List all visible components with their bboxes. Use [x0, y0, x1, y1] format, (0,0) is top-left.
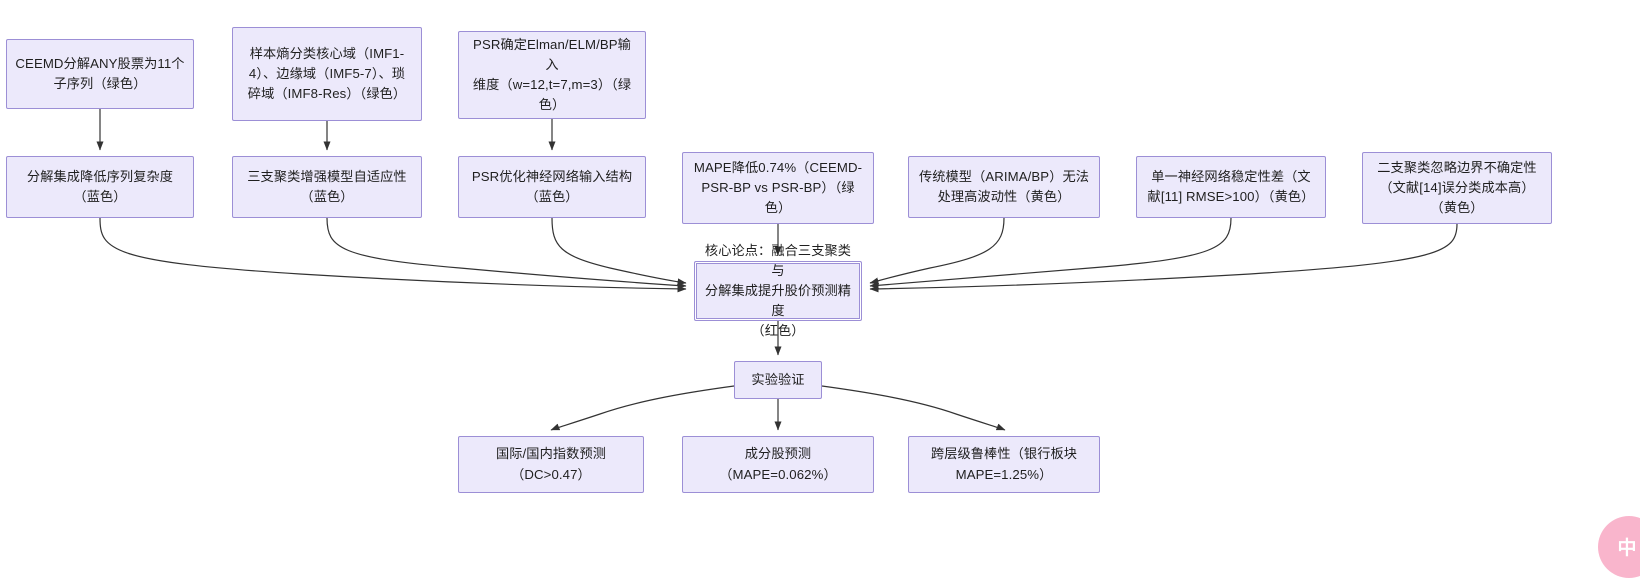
flow-node-label: 三支聚类增强模型自适应性 （蓝色） [247, 168, 407, 204]
watermark-badge: 中 [1598, 516, 1640, 578]
flow-node-n9[interactable]: 单一神经网络稳定性差（文 献[11] RMSE>100）（黄色） [1136, 156, 1326, 218]
edge-n10-to-core [869, 223, 1458, 293]
flow-node-label: PSR优化神经网络输入结构 （蓝色） [471, 168, 633, 204]
flow-node-label: 单一神经网络稳定性差（文 献[11] RMSE>100）（黄色） [1147, 168, 1315, 204]
flow-node-label: 国际/国内指数预测 （DC>0.47） [495, 446, 607, 482]
flow-node-core[interactable]: 核心论点：融合三支聚类与 分解集成提升股价预测精度 （红色） [694, 243, 862, 338]
flow-node-n6[interactable]: PSR优化神经网络输入结构 （蓝色） [458, 156, 646, 218]
flow-node-n8[interactable]: 传统模型（ARIMA/BP）无法 处理高波动性（黄色） [908, 156, 1100, 218]
flow-node-n11[interactable]: 实验验证 [734, 361, 822, 399]
edge-n9-to-core [869, 217, 1232, 289]
flow-node-n10[interactable]: 二支聚类忽略边界不确定性 （文献[14]误分类成本高） （黄色） [1362, 152, 1552, 224]
flow-node-label: 二支聚类忽略边界不确定性 （文献[14]误分类成本高） （黄色） [1377, 159, 1537, 216]
edge-n4-to-core [99, 217, 687, 293]
flow-node-label: 核心论点：融合三支聚类与 分解集成提升股价预测精度 （红色） [704, 242, 852, 339]
flow-node-n12[interactable]: 国际/国内指数预测 （DC>0.47） [458, 436, 644, 493]
flow-node-label: 成分股预测 （MAPE=0.062%） [719, 446, 837, 482]
flow-node-label: 实验验证 [751, 371, 805, 387]
flow-node-n4[interactable]: 分解集成降低序列复杂度 （蓝色） [6, 156, 194, 218]
flow-node-label: 分解集成降低序列复杂度 （蓝色） [26, 168, 174, 204]
edge-n5-to-core [326, 217, 687, 289]
flow-node-label: MAPE降低0.74%（CEEMD- PSR-BP vs PSR-BP）（绿 色… [693, 159, 863, 216]
flow-node-label: PSR确定Elman/ELM/BP输入 维度（w=12,t=7,m=3）（绿 色… [472, 36, 632, 113]
edge-n11-to-n14 [821, 385, 1006, 431]
flow-node-n13[interactable]: 成分股预测 （MAPE=0.062%） [682, 436, 874, 493]
flow-node-n7[interactable]: MAPE降低0.74%（CEEMD- PSR-BP vs PSR-BP）（绿 色… [682, 152, 874, 224]
edge-n11-to-n12 [550, 385, 735, 431]
flow-node-n14[interactable]: 跨层级鲁棒性（银行板块 MAPE=1.25%） [908, 436, 1100, 493]
flow-node-n1[interactable]: CEEMD分解ANY股票为11个 子序列（绿色） [6, 39, 194, 109]
edge-n8-to-core [869, 217, 1005, 285]
flow-node-label: 传统模型（ARIMA/BP）无法 处理高波动性（黄色） [918, 168, 1090, 204]
flow-node-n3[interactable]: PSR确定Elman/ELM/BP输入 维度（w=12,t=7,m=3）（绿 色… [458, 31, 646, 119]
flow-node-label: 样本熵分类核心域（IMF1- 4）、边缘域（IMF5-7）、琐 碎域（IMF8-… [247, 45, 407, 102]
flow-node-label: 跨层级鲁棒性（银行板块 MAPE=1.25%） [930, 446, 1078, 482]
flow-node-n5[interactable]: 三支聚类增强模型自适应性 （蓝色） [232, 156, 422, 218]
flow-node-n2[interactable]: 样本熵分类核心域（IMF1- 4）、边缘域（IMF5-7）、琐 碎域（IMF8-… [232, 27, 422, 121]
flow-node-label: CEEMD分解ANY股票为11个 子序列（绿色） [15, 55, 185, 91]
watermark-label: 中 [1617, 537, 1637, 559]
edge-n6-to-core [551, 217, 687, 286]
